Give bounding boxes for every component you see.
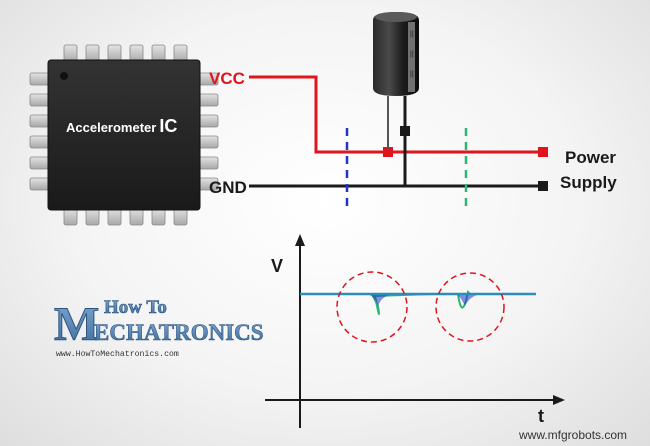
- logo-url: www.HowToMechatronics.com: [56, 349, 179, 359]
- power-supply-label-line1: Power: [565, 148, 616, 167]
- ic-pin: [63, 44, 78, 63]
- logo-initial: M: [54, 298, 99, 351]
- ic-pin: [85, 207, 100, 226]
- ic-pin: [107, 44, 122, 63]
- highlight-circle-2: [435, 272, 505, 342]
- capacitor: || || ||: [373, 12, 419, 186]
- ic-pin: [29, 156, 51, 170]
- ic-pin: [29, 93, 51, 107]
- ic-pin: [29, 72, 51, 86]
- ic-pin: [197, 93, 219, 107]
- vcc-junction: [383, 147, 393, 157]
- ic-pin: [29, 177, 51, 191]
- ic-pin: [129, 44, 144, 63]
- logo-brand: ECHATRONICS: [94, 320, 264, 345]
- ic-pin: [151, 44, 166, 63]
- ic-pin: [173, 207, 188, 226]
- noise-trace: [300, 289, 536, 315]
- ic-pin: [197, 135, 219, 149]
- gnd-terminal: [538, 181, 548, 191]
- ic-pin: [129, 207, 144, 226]
- power-supply-label-line2: Supply: [560, 173, 617, 192]
- ic-pin: [29, 135, 51, 149]
- ic-pins-top: [63, 44, 188, 63]
- logo-how-to: How To: [104, 297, 167, 318]
- ic-pins-bottom: [63, 207, 188, 226]
- svg-text:||: ||: [410, 31, 414, 38]
- howtomechatronics-logo: M How To ECHATRONICS www.HowToMechatroni…: [54, 297, 264, 359]
- ic-body: [47, 59, 201, 211]
- ic-pin: [85, 44, 100, 63]
- highlight-circle-1: [336, 271, 408, 343]
- graph-y-label: V: [271, 256, 283, 276]
- ic-pin: [197, 156, 219, 170]
- watermark: www.mfgrobots.com: [518, 428, 627, 442]
- vcc-terminal: [538, 147, 548, 157]
- ic-pin1-dot: [60, 72, 68, 80]
- graph-x-arrow: [553, 395, 565, 405]
- gnd-label: GND: [209, 178, 247, 197]
- ic-pin: [197, 114, 219, 128]
- ic-pin: [63, 207, 78, 226]
- vcc-wire: [249, 75, 545, 154]
- ic-pin: [173, 44, 188, 63]
- voltage-graph: V t: [265, 234, 565, 428]
- graph-y-arrow: [295, 234, 305, 246]
- ic-pin: [151, 207, 166, 226]
- ic-pins-right: [197, 72, 219, 191]
- dip-2-fill: [456, 294, 480, 306]
- ic-pin: [29, 114, 51, 128]
- svg-text:||: ||: [410, 51, 414, 58]
- vcc-label: VCC: [209, 69, 245, 88]
- dip-1-fill: [365, 294, 395, 306]
- ic-pin: [107, 207, 122, 226]
- svg-text:||: ||: [410, 71, 414, 78]
- graph-x-label: t: [538, 406, 544, 426]
- ic-pins-left: [29, 72, 51, 191]
